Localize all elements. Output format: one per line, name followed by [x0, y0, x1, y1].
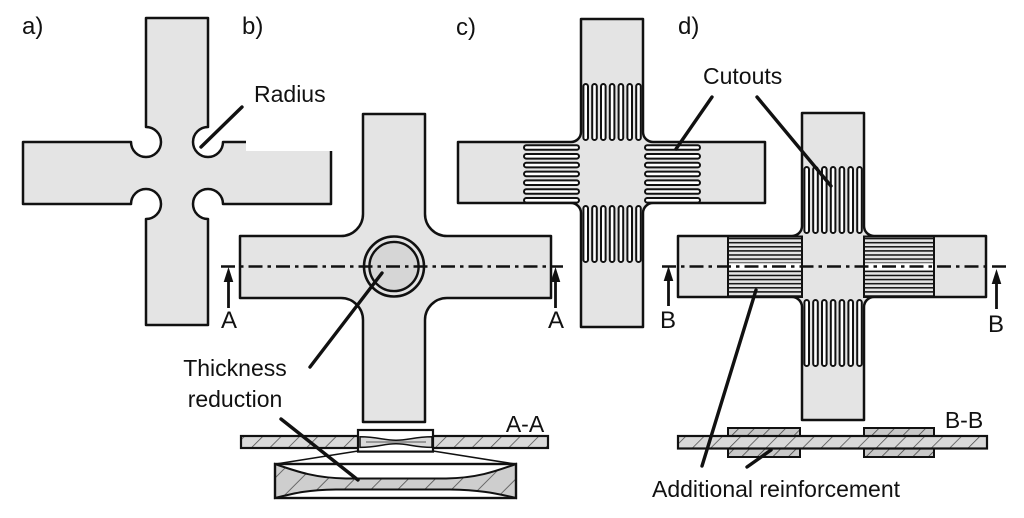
cutouts-leader-right — [755, 95, 833, 188]
centerline-casing — [865, 263, 933, 270]
thickness-leader-lower — [279, 417, 360, 482]
magnified-detail-border — [273, 462, 518, 500]
reinforcement-leader-short — [745, 448, 773, 469]
detail-box — [356, 428, 435, 453]
section-marker-b-left: B — [659, 307, 677, 334]
cruciform-c-shape — [456, 17, 767, 329]
cruciform-d-shape — [662, 111, 1009, 422]
section-aa-title: A-A — [505, 411, 545, 437]
panel-label-a: a) — [22, 13, 44, 40]
section-bb-sheet — [676, 434, 989, 450]
cutout-slits-top — [582, 83, 642, 141]
section-marker-b-right: B — [987, 311, 1005, 338]
panel-label-c: c) — [456, 14, 476, 41]
cutout-slits-bottom — [582, 205, 642, 263]
section-marker-a-left: A — [220, 307, 238, 334]
cutout-slits-bottom — [803, 299, 863, 367]
cutouts-leader-left — [674, 95, 714, 151]
panel-label-b: b) — [242, 13, 264, 40]
cutout-slits-right — [644, 144, 701, 204]
cruciform-a-shape — [21, 16, 334, 327]
section-arrows — [223, 266, 1002, 309]
section-arrow-a-right — [550, 267, 561, 282]
additional-reinforcement-callout-label: Additional reinforcement — [652, 476, 901, 502]
radius-callout-label: Radius — [254, 81, 326, 107]
panel-label-d: d) — [678, 13, 700, 40]
projection-line-left — [275, 450, 359, 465]
leader-lines — [199, 95, 833, 482]
section-view-bb — [676, 427, 989, 458]
section-marker-a-right: A — [547, 307, 565, 334]
thickness-reduction-callout-label: Thickness reduction — [183, 355, 287, 412]
cutouts-callout-label: Cutouts — [703, 63, 783, 89]
cutout-slits-top — [803, 166, 863, 234]
section-bb-title: B-B — [944, 407, 984, 433]
section-arrow-b-right — [991, 269, 1002, 284]
section-arrow-b-left — [663, 266, 674, 281]
cutout-slits-left — [523, 144, 580, 204]
radius-leader — [199, 105, 244, 149]
radius-label-backdrop — [246, 76, 334, 151]
projection-line-right — [432, 450, 516, 465]
reinforcement-leader-long — [700, 288, 758, 468]
section-view-aa — [239, 428, 550, 500]
thickness-leader-upper — [308, 271, 384, 369]
cruciform-b-shape — [221, 112, 563, 424]
section-arrow-a-left — [223, 267, 234, 282]
